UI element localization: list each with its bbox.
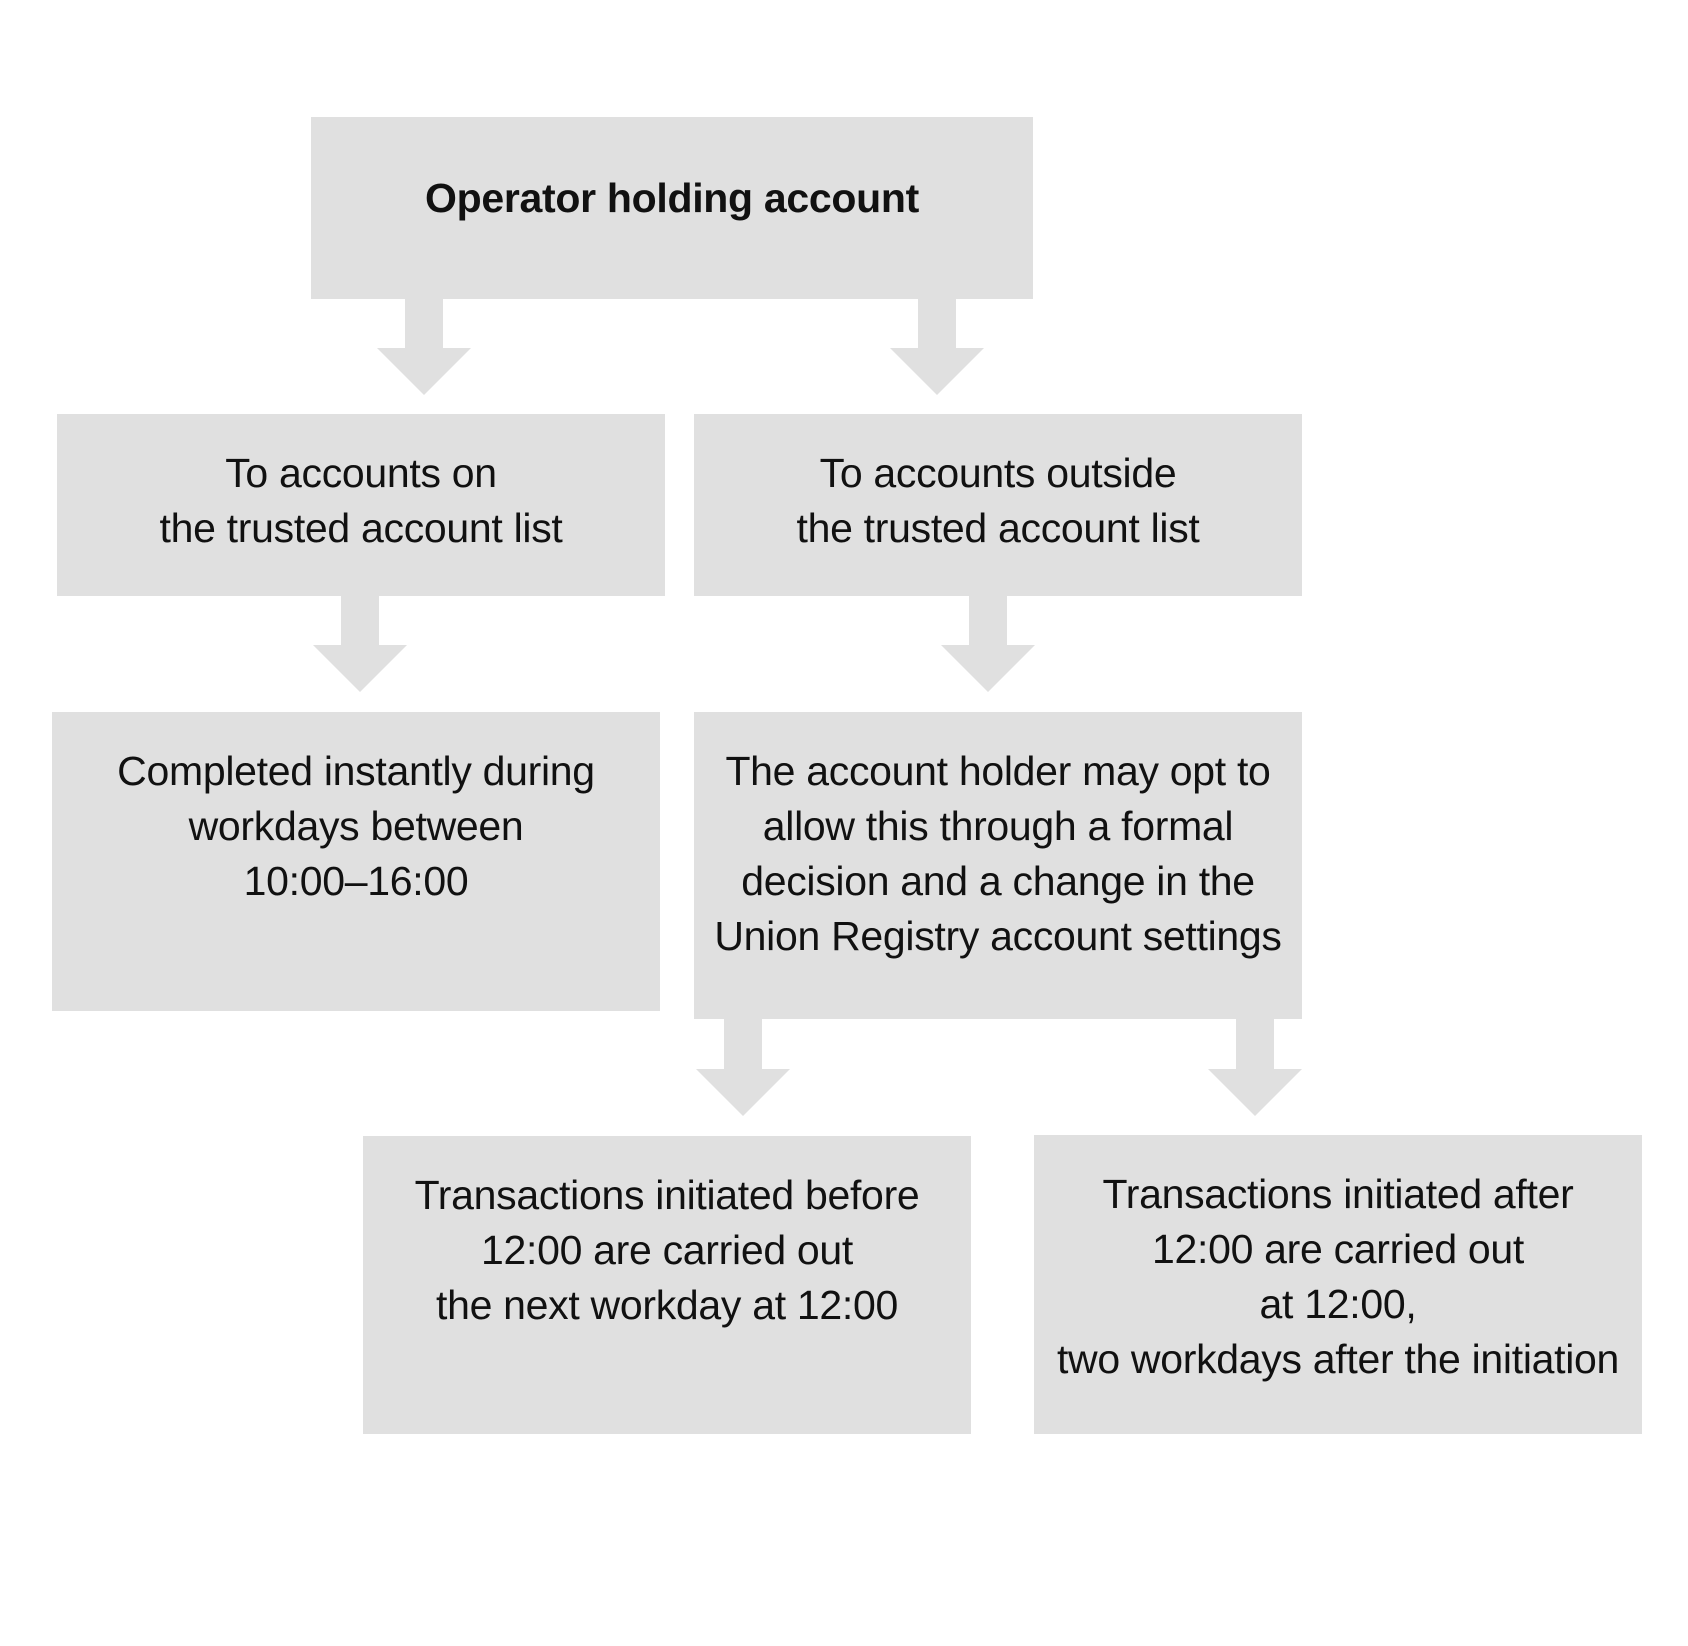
box-text-line: two workdays after the initiation — [1056, 1336, 1620, 1382]
box-text-line: decision and a change in the — [741, 858, 1255, 904]
arrow-outside-to-opt — [941, 596, 1035, 692]
arrow-trusted-to-instant — [313, 596, 407, 692]
box-text-line: Transactions initiated before — [414, 1172, 920, 1218]
box-text-line: Transactions initiated after — [1102, 1171, 1574, 1217]
box-text-line: the trusted account list — [796, 505, 1200, 551]
box-text-line: Union Registry account settings — [714, 913, 1282, 959]
box-transactions-after-noon: Transactions initiated after 12:00 are c… — [1034, 1135, 1642, 1434]
box-text-line: To accounts outside — [819, 450, 1177, 496]
arrow-root-to-outside — [890, 299, 984, 395]
box-text-line: 10:00–16:00 — [243, 858, 469, 904]
box-text-line: To accounts on — [225, 450, 497, 496]
box-completed-instantly: Completed instantly during workdays betw… — [52, 712, 660, 1011]
box-operator-holding-account: Operator holding account — [311, 117, 1033, 299]
box-trusted-accounts: To accounts on the trusted account list — [57, 414, 665, 596]
arrow-opt-to-before — [696, 1019, 790, 1116]
arrow-root-to-trusted — [377, 299, 471, 395]
box-text-line: workdays between — [188, 803, 524, 849]
box-account-holder-opt: The account holder may opt to allow this… — [694, 712, 1302, 1019]
box-text-line: 12:00 are carried out — [480, 1227, 854, 1273]
box-text-line: 12:00 are carried out — [1151, 1226, 1525, 1272]
box-text-line: Operator holding account — [425, 175, 919, 221]
box-outside-accounts: To accounts outside the trusted account … — [694, 414, 1302, 596]
box-text-line: Completed instantly during — [117, 748, 595, 794]
arrow-opt-to-after — [1208, 1019, 1302, 1116]
box-text-line: the next workday at 12:00 — [435, 1282, 899, 1328]
box-text-line: at 12:00, — [1259, 1281, 1417, 1327]
box-text-line: The account holder may opt to — [725, 748, 1271, 794]
box-transactions-before-noon: Transactions initiated before 12:00 are … — [363, 1136, 971, 1434]
box-text-line: allow this through a formal — [762, 803, 1234, 849]
box-text-line: the trusted account list — [159, 505, 563, 551]
